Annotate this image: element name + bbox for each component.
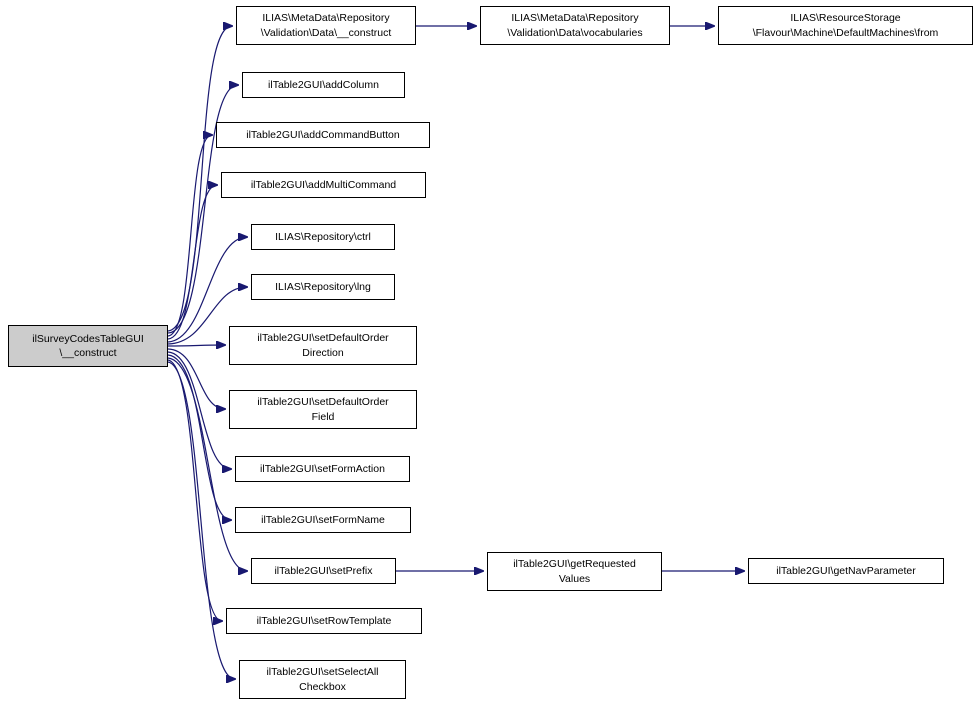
edge-root-to-setdefaultorderfield: [167, 348, 225, 409]
node-metadata-validation-data-vocabularies[interactable]: ILIAS\MetaData\Repository \Validation\Da…: [480, 6, 670, 45]
edge-root-to-lng: [167, 287, 247, 345]
edge-root-to-addmulticommand: [167, 185, 217, 340]
edge-root-to-setformname: [167, 354, 231, 520]
edge-root-to-addcommandbutton: [167, 135, 212, 337]
node-ilias-repository-ctrl[interactable]: ILIAS\Repository\ctrl: [251, 224, 395, 250]
node-iltable2gui-setdefaultorderfield[interactable]: ilTable2GUI\setDefaultOrder Field: [229, 390, 417, 429]
edge-root-to-metadata-construct: [167, 26, 232, 332]
node-iltable2gui-setprefix[interactable]: ilTable2GUI\setPrefix: [251, 558, 396, 584]
node-iltable2gui-setrowtemplate[interactable]: ilTable2GUI\setRowTemplate: [226, 608, 422, 634]
node-resourcestorage-defaultmachines-from[interactable]: ILIAS\ResourceStorage \Flavour\Machine\D…: [718, 6, 973, 45]
edge-root-to-setdefaultorderdirection: [167, 345, 225, 346]
node-metadata-validation-data-construct[interactable]: ILIAS\MetaData\Repository \Validation\Da…: [236, 6, 416, 45]
node-iltable2gui-setformaction[interactable]: ilTable2GUI\setFormAction: [235, 456, 410, 482]
node-iltable2gui-setformname[interactable]: ilTable2GUI\setFormName: [235, 507, 411, 533]
node-iltable2gui-getrequestedvalues[interactable]: ilTable2GUI\getRequested Values: [487, 552, 662, 591]
node-iltable2gui-getnavparameter[interactable]: ilTable2GUI\getNavParameter: [748, 558, 944, 584]
node-iltable2gui-setdefaultorderdirection[interactable]: ilTable2GUI\setDefaultOrder Direction: [229, 326, 417, 365]
node-iltable2gui-addcommandbutton[interactable]: ilTable2GUI\addCommandButton: [216, 122, 430, 148]
node-iltable2gui-setselectallcheckbox[interactable]: ilTable2GUI\setSelectAll Checkbox: [239, 660, 406, 699]
edge-root-to-setselectallcheckbox: [167, 361, 235, 679]
node-root-ilsurveycodestablegui-construct: ilSurveyCodesTableGUI \__construct: [8, 325, 168, 367]
node-iltable2gui-addcolumn[interactable]: ilTable2GUI\addColumn: [242, 72, 405, 98]
node-iltable2gui-addmulticommand[interactable]: ilTable2GUI\addMultiCommand: [221, 172, 426, 198]
edge-root-to-setprefix: [167, 357, 247, 571]
edge-root-to-setformaction: [167, 351, 231, 469]
node-ilias-repository-lng[interactable]: ILIAS\Repository\lng: [251, 274, 395, 300]
edge-root-to-ctrl: [167, 237, 247, 343]
